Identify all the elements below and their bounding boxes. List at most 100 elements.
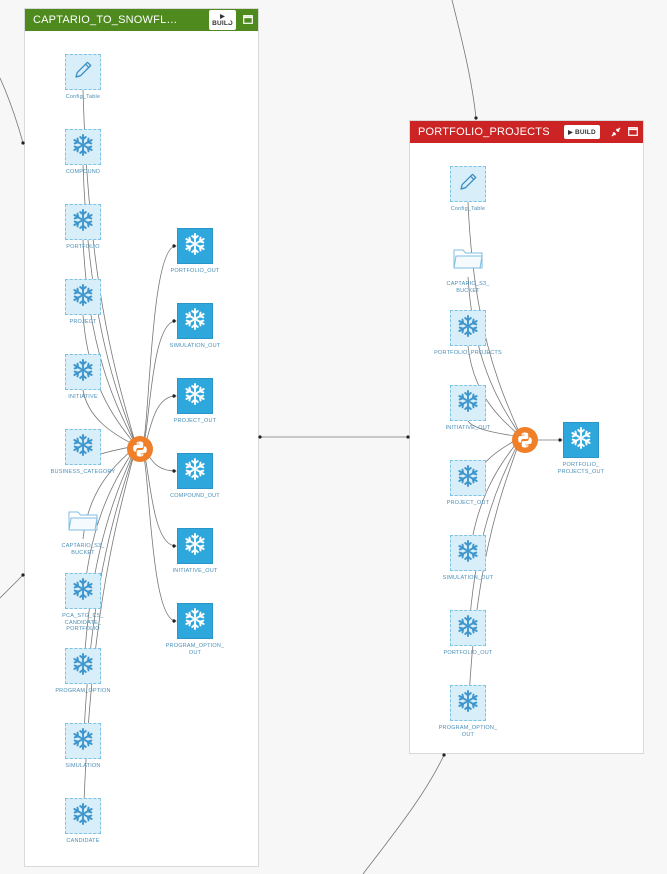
snowflake-icon	[71, 802, 95, 831]
dataset-label: PROGRAM_OPTION_ OUT	[165, 643, 225, 656]
output-edge	[141, 448, 177, 623]
snowflake-icon	[71, 577, 95, 606]
input-dataset[interactable]	[65, 573, 101, 609]
output-dataset[interactable]	[177, 528, 213, 564]
dataset-label: INITIATIVE_OUT	[172, 568, 218, 574]
dataset-label: CAPTARIO_S3_ BUCKET	[446, 281, 490, 294]
snowflake-icon	[183, 607, 207, 636]
dataset-label: INITIATIVE	[68, 394, 98, 400]
zone-header[interactable]: PORTFOLIO_PROJECTS▶BUILD	[410, 121, 643, 143]
edge-endpoint	[21, 573, 25, 577]
input-dataset[interactable]	[65, 798, 101, 834]
folder-dataset[interactable]	[450, 241, 486, 277]
edge-endpoint	[172, 619, 176, 623]
snowflake-icon	[183, 382, 207, 411]
dataset-label: PROGRAM_OPTION_ OUT	[438, 725, 498, 738]
edge-endpoint	[558, 438, 562, 442]
snowflake-icon	[71, 727, 95, 756]
snowflake-icon	[71, 358, 95, 387]
folder-icon	[452, 244, 484, 275]
dataset-label: PROJECT_OUT	[446, 500, 490, 506]
edge-endpoint	[172, 544, 176, 548]
input-dataset[interactable]	[450, 610, 486, 646]
input-dataset[interactable]	[65, 54, 101, 90]
output-edge	[141, 244, 177, 450]
snowflake-icon	[183, 532, 207, 561]
output-dataset[interactable]	[563, 422, 599, 458]
snowflake-icon	[183, 457, 207, 486]
input-edge	[467, 276, 522, 438]
dataset-label: SIMULATION_OUT	[442, 575, 494, 581]
input-dataset[interactable]	[450, 685, 486, 721]
play-icon: ▶	[220, 14, 225, 20]
window-maximize-icon[interactable]	[626, 125, 639, 138]
input-edge	[467, 201, 522, 438]
input-dataset[interactable]	[65, 204, 101, 240]
folder-icon	[67, 506, 99, 537]
snowflake-icon	[71, 133, 95, 162]
snowflake-icon	[183, 232, 207, 261]
snowflake-icon	[183, 307, 207, 336]
input-dataset[interactable]	[65, 129, 101, 165]
snowflake-icon	[569, 426, 593, 455]
dataset-label: CANDIDATE	[66, 838, 100, 844]
build-button[interactable]: ▶BUILD	[564, 125, 600, 139]
snowflake-icon	[456, 614, 480, 643]
edge-endpoint	[172, 244, 176, 248]
output-dataset[interactable]	[177, 603, 213, 639]
dataset-label: PROJECT_OUT	[173, 418, 217, 424]
input-dataset[interactable]	[65, 648, 101, 684]
python-recipe-icon[interactable]	[127, 436, 153, 462]
input-dataset[interactable]	[450, 385, 486, 421]
input-dataset[interactable]	[450, 166, 486, 202]
external-link	[451, 0, 477, 119]
dataset-label: PORTFOLIO	[66, 244, 100, 250]
input-dataset[interactable]	[450, 310, 486, 346]
external-link	[0, 574, 24, 599]
dataset-label: PORTFOLIO_OUT	[170, 268, 220, 274]
snowflake-icon	[71, 208, 95, 237]
dataset-label: INITIATIVE_OUT	[445, 425, 491, 431]
edge-endpoint	[172, 319, 176, 323]
dataset-label: PROGRAM_OPTION	[55, 688, 111, 694]
edit-pencil-icon	[456, 170, 480, 199]
python-recipe-icon[interactable]	[512, 427, 538, 453]
output-dataset[interactable]	[177, 378, 213, 414]
output-dataset[interactable]	[177, 303, 213, 339]
collapse-arrows-icon[interactable]	[609, 125, 622, 138]
input-dataset[interactable]	[65, 429, 101, 465]
input-dataset[interactable]	[450, 535, 486, 571]
edge-endpoint	[172, 394, 176, 398]
dataset-label: Config_Table	[450, 206, 486, 212]
snowflake-icon	[71, 433, 95, 462]
dataset-label: CAPTARIO_S3_ BUCKET	[61, 543, 105, 556]
input-dataset[interactable]	[65, 354, 101, 390]
input-dataset[interactable]	[65, 723, 101, 759]
build-label: BUILD	[212, 20, 233, 27]
edge-endpoint	[474, 116, 478, 120]
window-maximize-icon[interactable]	[241, 13, 254, 26]
input-edge	[82, 445, 137, 685]
snowflake-icon	[456, 464, 480, 493]
dataset-label: BUSINESS_CATEGORY	[50, 469, 116, 475]
edit-pencil-icon	[71, 58, 95, 87]
output-dataset[interactable]	[177, 228, 213, 264]
build-button[interactable]: ▶BUILD	[209, 10, 236, 30]
dataset-label: PORTFOLIO_ PROJECTS_OUT	[557, 462, 605, 475]
folder-dataset[interactable]	[65, 503, 101, 539]
zone-header[interactable]: CAPTARIO_TO_SNOWFLAKE_...▶BUILD	[25, 9, 258, 31]
input-edge	[467, 436, 522, 722]
dataset-label: COMPOUND_OUT	[170, 493, 220, 499]
snowflake-icon	[456, 689, 480, 718]
input-dataset[interactable]	[450, 460, 486, 496]
input-edge	[82, 445, 138, 760]
collapse-arrows-icon[interactable]	[224, 13, 237, 26]
dataset-label: COMPOUND	[65, 169, 101, 175]
build-label: BUILD	[574, 128, 596, 136]
external-link	[0, 77, 24, 144]
dataset-label: Config_Table	[65, 94, 101, 100]
dataset-label: SIMULATION_OUT	[169, 343, 221, 349]
output-dataset[interactable]	[177, 453, 213, 489]
output-edge	[141, 319, 177, 450]
input-dataset[interactable]	[65, 279, 101, 315]
